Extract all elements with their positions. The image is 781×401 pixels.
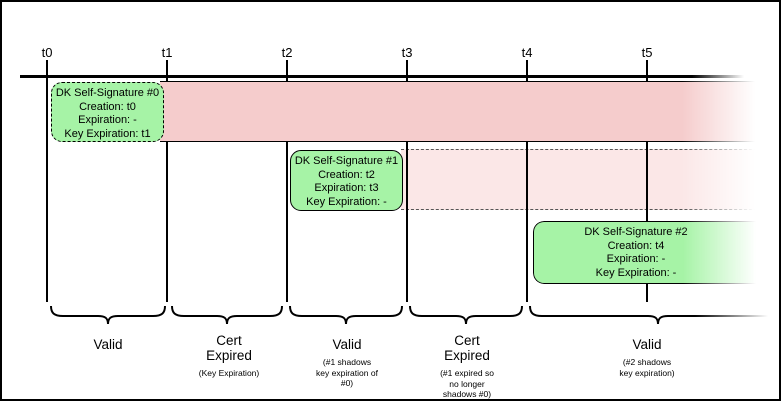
tick-label-t0: t0	[41, 45, 53, 60]
period-valid-1: Valid	[48, 333, 168, 357]
sig2-title: DK Self-Signature #2	[584, 226, 688, 238]
tick-line-t1	[166, 60, 168, 302]
period-label: Valid	[93, 337, 123, 352]
sig2-expiration: Expiration: -	[606, 253, 666, 265]
period-valid-2: Valid (#1 shadows key expiration of #0)	[287, 333, 407, 389]
period-brace-5	[529, 305, 779, 325]
period-label: Valid	[632, 337, 662, 352]
sig0-title: DK Self-Signature #0	[55, 87, 160, 99]
period-cert-expired-1: Cert Expired (Key Expiration)	[169, 333, 289, 379]
sig0-creation: Creation: t0	[79, 100, 136, 113]
sig2-key-expiration: Key Expiration: -	[595, 266, 677, 279]
tick-line-t4	[526, 60, 528, 302]
tick-label-t4: t4	[521, 45, 533, 60]
self-signature-box-1: DK Self-Signature #1 Creation: t2 Expira…	[290, 150, 403, 211]
sig0-key-expired-band	[160, 81, 767, 142]
sig1-shadow-band	[401, 149, 767, 210]
tick-label-t3: t3	[401, 45, 413, 60]
tick-label-t5: t5	[641, 45, 653, 60]
self-signature-box-0: DK Self-Signature #0 Creation: t0 Expira…	[51, 82, 164, 142]
tick-label-t2: t2	[281, 45, 293, 60]
period-label: Cert Expired	[206, 333, 252, 363]
tick-line-t3	[406, 60, 408, 302]
self-signature-box-2: DK Self-Signature #2 Creation: t4 Expira…	[533, 221, 768, 284]
period-brace-3	[289, 305, 403, 325]
timeline-axis	[20, 75, 762, 78]
period-note: (Key Expiration)	[198, 368, 260, 378]
period-note: (#1 expired so no longer shadows #0)	[440, 368, 494, 399]
period-brace-4	[409, 305, 523, 325]
period-label: Valid	[332, 337, 362, 352]
sig2-creation: Creation: t4	[607, 239, 665, 252]
sig1-title: DK Self-Signature #1	[294, 155, 399, 167]
period-label: Cert Expired	[444, 333, 490, 363]
sig0-expiration: Expiration: -	[78, 114, 137, 126]
tick-label-t1: t1	[161, 45, 173, 60]
sig1-key-expiration: Key Expiration: -	[306, 195, 387, 208]
period-valid-3: Valid (#2 shadows key expiration)	[587, 333, 707, 378]
tick-line-t0	[46, 60, 48, 302]
tick-line-t2	[286, 60, 288, 302]
period-brace-2	[171, 305, 283, 325]
period-brace-1	[50, 305, 166, 325]
period-note: (#1 shadows key expiration of #0)	[316, 357, 378, 388]
period-note: (#2 shadows key expiration)	[619, 357, 675, 378]
sig0-key-expiration: Key Expiration: t1	[64, 127, 151, 140]
sig1-expiration: Expiration: t3	[314, 182, 379, 194]
tick-line-t5	[646, 60, 648, 302]
period-cert-expired-2: Cert Expired (#1 expired so no longer sh…	[407, 333, 527, 399]
sig1-creation: Creation: t2	[318, 168, 375, 181]
